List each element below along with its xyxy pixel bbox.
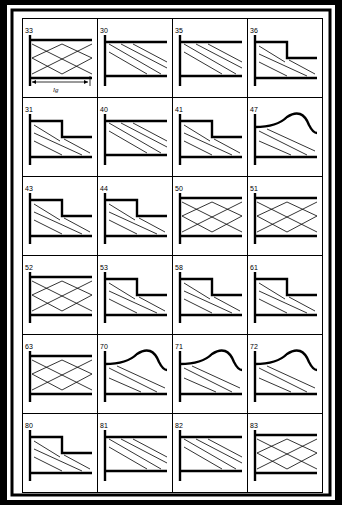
cycle-cell: 50 <box>172 176 248 256</box>
cycle-number: 72 <box>249 343 259 351</box>
cycle-number: 30 <box>99 27 109 35</box>
cycle-number: 43 <box>24 185 34 193</box>
cycle-number: 36 <box>249 27 259 35</box>
cycle-number: 50 <box>174 185 184 193</box>
cycle-number: 35 <box>174 27 184 35</box>
toolpath-sketch <box>255 269 317 323</box>
cycle-number: 41 <box>174 106 184 114</box>
toolpath-sketch <box>30 427 92 481</box>
toolpath-sketch <box>30 32 92 86</box>
cycle-cell: 52 <box>22 255 98 335</box>
cycle-cell: 47 <box>247 97 323 177</box>
toolpath-sketch <box>255 427 317 481</box>
cycle-cell: 43 <box>22 176 98 256</box>
toolpath-sketch <box>105 427 167 481</box>
cycle-cell: 51 <box>247 176 323 256</box>
toolpath-sketch <box>30 111 92 165</box>
cycle-cell: 36 <box>247 18 323 98</box>
cycle-number: 61 <box>249 264 259 272</box>
cycle-cell: 58 <box>172 255 248 335</box>
cycle-cell: 40 <box>97 97 173 177</box>
toolpath-sketch <box>105 348 167 402</box>
toolpath-sketch <box>105 190 167 244</box>
toolpath-sketch <box>180 348 242 402</box>
cycle-cell: 63 <box>22 334 98 414</box>
toolpath-sketch <box>30 348 92 402</box>
cycle-cell: 35 <box>172 18 248 98</box>
cycle-number: 70 <box>99 343 109 351</box>
cycle-cell: 61 <box>247 255 323 335</box>
inner-frame <box>12 10 330 495</box>
cycle-cell: 53 <box>97 255 173 335</box>
cycle-number: 52 <box>24 264 34 272</box>
cycle-number: 82 <box>174 422 184 430</box>
cycle-number: 33 <box>24 27 34 35</box>
cycle-number: 51 <box>249 185 259 193</box>
cycle-number: 31 <box>24 106 34 114</box>
cycle-cell: 30 <box>97 18 173 98</box>
cycle-number: 80 <box>24 422 34 430</box>
dimension-label: lg <box>52 86 59 94</box>
cycle-number: 81 <box>99 422 109 430</box>
cycle-cell: 80 <box>22 413 98 493</box>
cycle-cell: 83 <box>247 413 323 493</box>
cycle-number: 47 <box>249 106 259 114</box>
cycle-cell: 81 <box>97 413 173 493</box>
cycle-number: 71 <box>174 343 184 351</box>
cycle-number: 63 <box>24 343 34 351</box>
toolpath-sketch <box>180 190 242 244</box>
toolpath-sketch <box>30 190 92 244</box>
cycle-number: 58 <box>174 264 184 272</box>
toolpath-sketch <box>105 32 167 86</box>
cycle-number: 44 <box>99 185 109 193</box>
toolpath-sketch <box>30 269 92 323</box>
toolpath-sketch <box>105 269 167 323</box>
toolpath-sketch <box>255 190 317 244</box>
toolpath-sketch <box>180 269 242 323</box>
cycle-number: 53 <box>99 264 109 272</box>
toolpath-sketch <box>180 111 242 165</box>
cycle-cell: 33 <box>22 18 98 98</box>
cycle-cell: 71 <box>172 334 248 414</box>
toolpath-sketch <box>180 32 242 86</box>
cycle-cell: 82 <box>172 413 248 493</box>
toolpath-sketch <box>180 427 242 481</box>
toolpath-sketch <box>255 111 317 165</box>
cycle-cell: 70 <box>97 334 173 414</box>
white-frame <box>7 5 335 500</box>
cycle-cell: 72 <box>247 334 323 414</box>
dimension-line <box>30 76 90 86</box>
cycle-cell: 31 <box>22 97 98 177</box>
cycle-number: 40 <box>99 106 109 114</box>
toolpath-sketch <box>255 348 317 402</box>
toolpath-sketch <box>255 32 317 86</box>
cycle-cell: 41 <box>172 97 248 177</box>
cycle-cell: 44 <box>97 176 173 256</box>
cycle-number: 83 <box>249 422 259 430</box>
toolpath-sketch <box>105 111 167 165</box>
